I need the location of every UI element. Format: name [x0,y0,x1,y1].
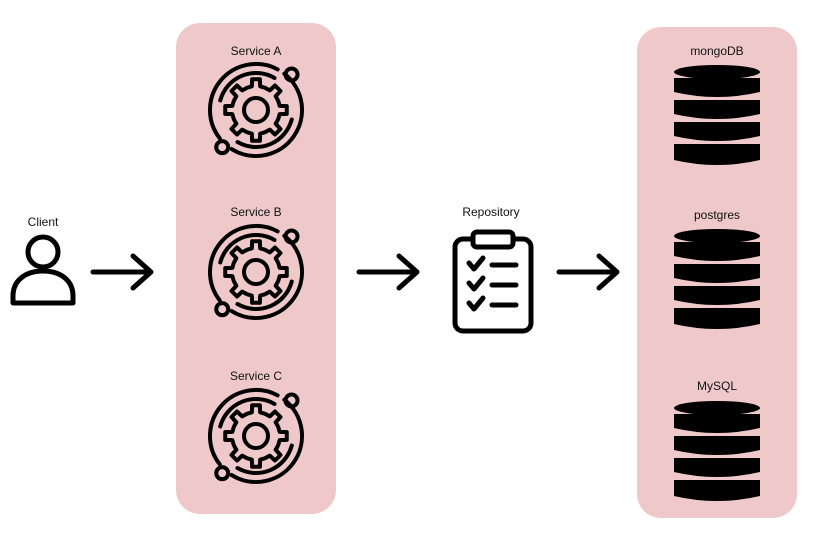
arrow-right-icon [356,253,420,291]
user-icon [10,234,76,306]
repository-label: Repository [462,205,520,219]
services-panel [176,23,336,514]
service-a-label: Service A [230,44,282,58]
database-icon [674,65,760,165]
postgres-label: postgres [693,208,741,222]
mysql-label: MySQL [696,379,738,393]
gear-cycle-icon [208,61,304,158]
client-label: Client [27,215,59,229]
arrow-right-icon [90,253,154,291]
arrow-right-icon [556,253,620,291]
gear-cycle-icon [208,387,304,484]
gear-cycle-icon [208,223,304,320]
service-b-label: Service B [230,205,282,219]
database-icon [674,229,760,329]
clipboard-checklist-icon [452,229,534,334]
service-c-label: Service C [229,369,283,383]
mongodb-label: mongoDB [690,44,744,58]
database-icon [674,401,760,501]
